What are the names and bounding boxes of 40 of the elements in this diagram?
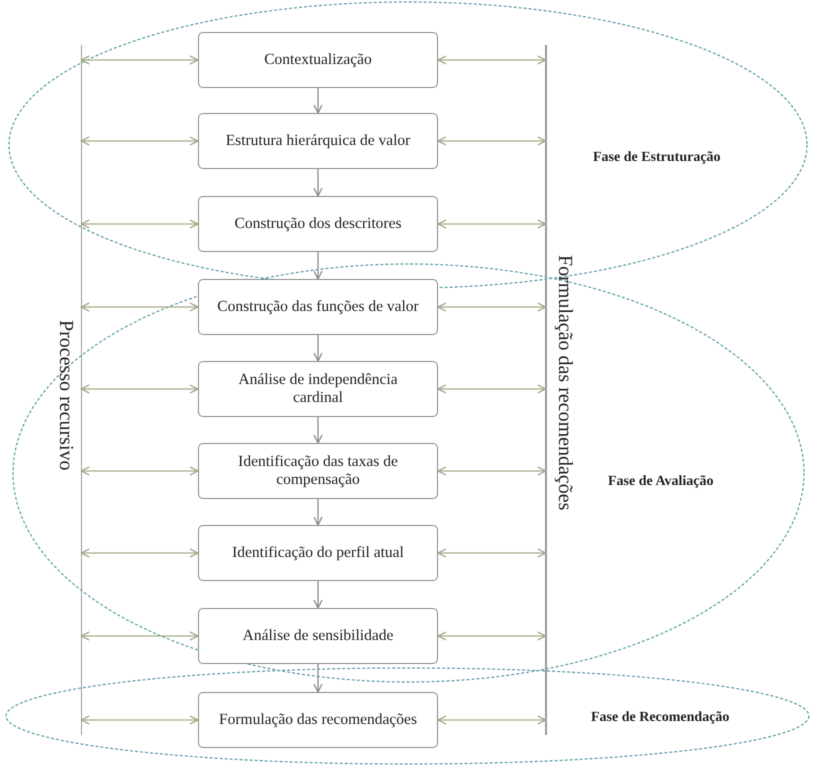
phase-label: Fase de Estruturação (593, 150, 721, 166)
arrow (80, 302, 199, 312)
process-box: Análise de independência cardinal (198, 361, 438, 417)
arrow (437, 548, 546, 558)
arrow (313, 88, 323, 114)
arrow (80, 466, 199, 476)
process-box: Estrutura hierárquica de valor (198, 113, 438, 169)
process-box: Construção das funções de valor (198, 279, 438, 335)
process-box: Formulação das recomendações (198, 692, 438, 748)
arrow (313, 252, 323, 280)
arrow (437, 466, 546, 476)
process-box: Análise de sensibilidade (198, 608, 438, 664)
phase-label: Fase de Avaliação (608, 474, 714, 490)
arrow (437, 136, 546, 146)
arrow (80, 631, 199, 641)
arrow (313, 335, 323, 362)
arrow (437, 302, 546, 312)
arrow (437, 715, 546, 725)
process-box: Construção dos descritores (198, 196, 438, 252)
arrow (313, 417, 323, 444)
process-box: Identificação do perfil atual (198, 525, 438, 581)
process-box: Identificação das taxas de compensação (198, 443, 438, 499)
side-label: Formulação das recomendações (553, 255, 576, 510)
process-box: Contextualização (198, 32, 438, 88)
arrow (80, 136, 199, 146)
arrow (437, 384, 546, 394)
arrow (313, 499, 323, 526)
phase-label: Fase de Recomendação (591, 710, 730, 726)
arrow (80, 55, 199, 65)
arrow (80, 548, 199, 558)
arrow (437, 55, 546, 65)
arrow (80, 384, 199, 394)
arrow (437, 219, 546, 229)
arrow (437, 631, 546, 641)
arrow (313, 664, 323, 693)
arrow (80, 219, 199, 229)
arrow (313, 169, 323, 197)
side-label: Processo recursivo (54, 320, 77, 471)
arrow (80, 715, 199, 725)
arrow (313, 581, 323, 609)
